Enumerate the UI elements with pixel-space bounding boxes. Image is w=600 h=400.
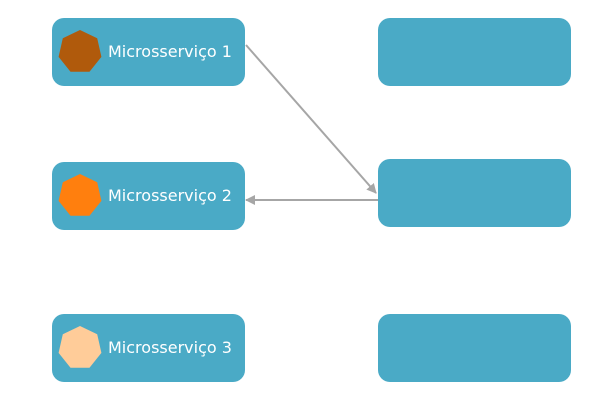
- heptagon-icon: [58, 174, 102, 216]
- service-node-3[interactable]: Microsserviço 3: [52, 314, 245, 382]
- heptagon-icon: [58, 326, 102, 368]
- service-label: Microsserviço 3: [108, 338, 232, 357]
- service-label: Microsserviço 1: [108, 42, 232, 61]
- service-label: Microsserviço 2: [108, 186, 232, 205]
- heptagon-shape: [58, 326, 102, 368]
- heptagon-shape: [58, 30, 102, 72]
- service-node-2[interactable]: Microsserviço 2: [52, 162, 245, 230]
- connector-service1-to-right2: [245, 44, 377, 194]
- heptagon-icon: [58, 30, 102, 72]
- right-node-1[interactable]: [378, 18, 571, 86]
- heptagon-shape: [58, 174, 102, 216]
- service-node-1[interactable]: Microsserviço 1: [52, 18, 245, 86]
- right-node-2[interactable]: [378, 159, 571, 227]
- right-node-3[interactable]: [378, 314, 571, 382]
